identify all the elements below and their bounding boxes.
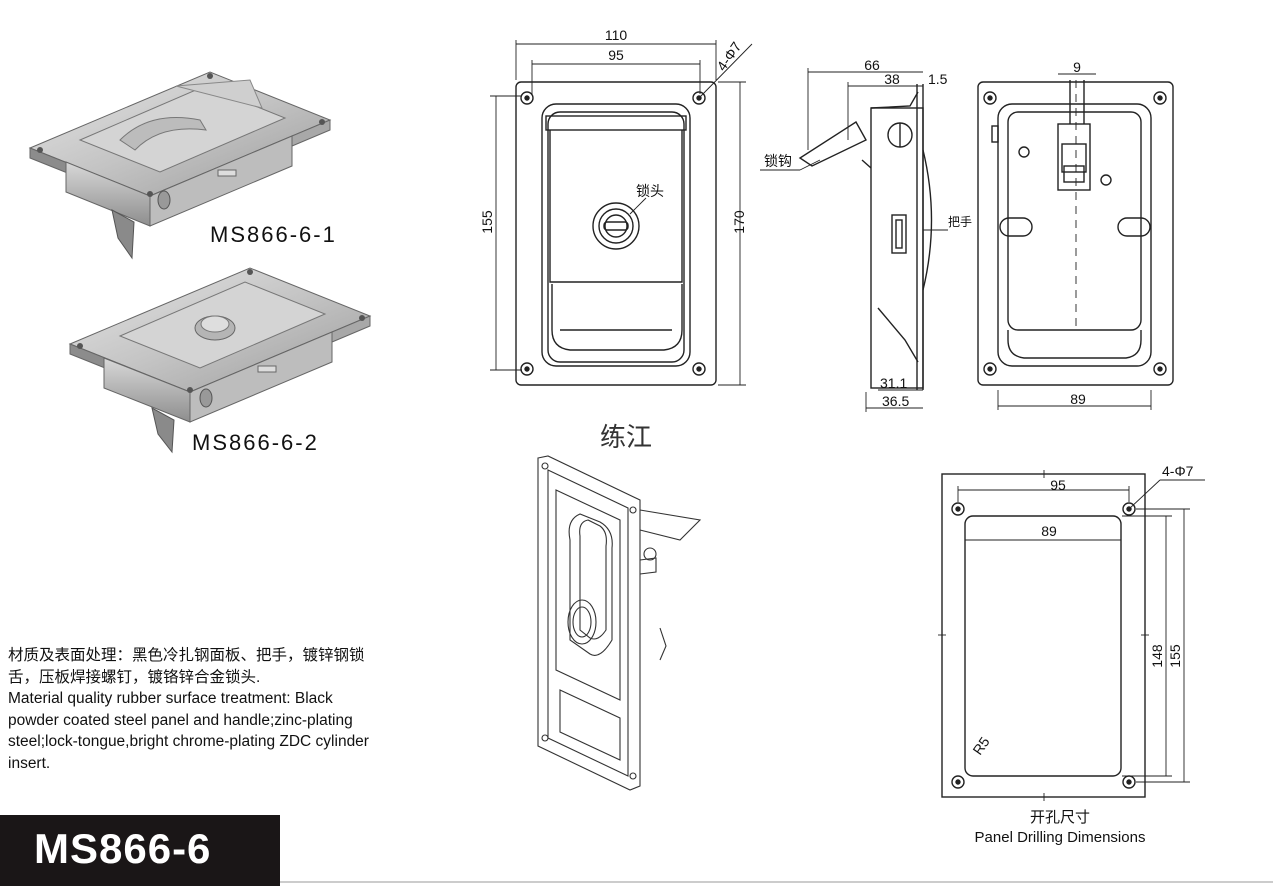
- desc-en-line2: powder coated steel panel and handle;zin…: [8, 711, 353, 729]
- dim-panel-95: 95: [1050, 477, 1066, 493]
- dim-panel-155: 155: [1167, 644, 1183, 668]
- side-view-dimensions: 66 38 1.5 锁钩 把手 31.1 36.5: [764, 57, 972, 409]
- front-view: [490, 40, 753, 386]
- dim-tongue: 9: [1073, 59, 1081, 75]
- product-render-1: [28, 71, 332, 260]
- product-label-2: MS866-6-2: [192, 430, 319, 455]
- lock-label: 锁头: [636, 183, 664, 199]
- dim-back-width: 89: [1070, 391, 1086, 407]
- dim-38: 38: [884, 71, 900, 87]
- dim-panel-148: 148: [1149, 644, 1165, 668]
- side-view: [760, 68, 948, 412]
- panel-dimensions: 4-Φ7 95 89 148 155 R5: [969, 463, 1193, 758]
- desc-cn-line2: 舌，压板焊接螺钉，镀铬锌合金锁头.: [8, 668, 261, 686]
- dim-outer-width: 110: [605, 27, 628, 43]
- dim-panel-89: 89: [1041, 523, 1057, 539]
- material-description: 材质及表面处理：黑色冷扎钢面板、把手，镀锌钢锁 舌，压板焊接螺钉，镀铬锌合金锁头…: [8, 645, 438, 774]
- dim-panel-holes: 4-Φ7: [1162, 463, 1194, 479]
- hook-label: 锁钩: [764, 153, 792, 169]
- dim-36-5: 36.5: [882, 393, 909, 409]
- handle-label: 把手: [948, 215, 972, 229]
- panel-drilling-view: [938, 470, 1205, 801]
- desc-en-line4: insert.: [8, 754, 51, 772]
- back-view: [977, 73, 1174, 410]
- dim-31-1: 31.1: [880, 375, 907, 391]
- desc-en-line3: steel;lock-tongue,bright chrome-plating …: [8, 733, 369, 750]
- back-view-dimensions: 9 89: [1070, 59, 1086, 407]
- dim-outer-height: 170: [731, 210, 747, 234]
- panel-caption-en: Panel Drilling Dimensions: [974, 829, 1146, 846]
- brand-mark: 练江: [600, 422, 652, 452]
- dim-1-5: 1.5: [928, 71, 948, 87]
- model-banner: MS866-6: [0, 815, 280, 886]
- dim-hole-width: 95: [608, 47, 624, 63]
- perspective-drawing: [537, 455, 702, 791]
- product-label-1: MS866-6-1: [210, 222, 337, 247]
- dim-66: 66: [864, 57, 880, 73]
- desc-en-line1: Material quality rubber surface treatmen…: [8, 690, 333, 707]
- desc-cn-line1: 材质及表面处理：黑色冷扎钢面板、把手，镀锌钢锁: [8, 647, 365, 664]
- panel-caption-cn: 开孔尺寸: [1029, 809, 1090, 826]
- dim-panel-radius: R5: [969, 734, 992, 758]
- model-number: MS866-6: [34, 825, 212, 872]
- dim-hole-height: 155: [479, 210, 495, 234]
- product-render-2: [68, 267, 372, 454]
